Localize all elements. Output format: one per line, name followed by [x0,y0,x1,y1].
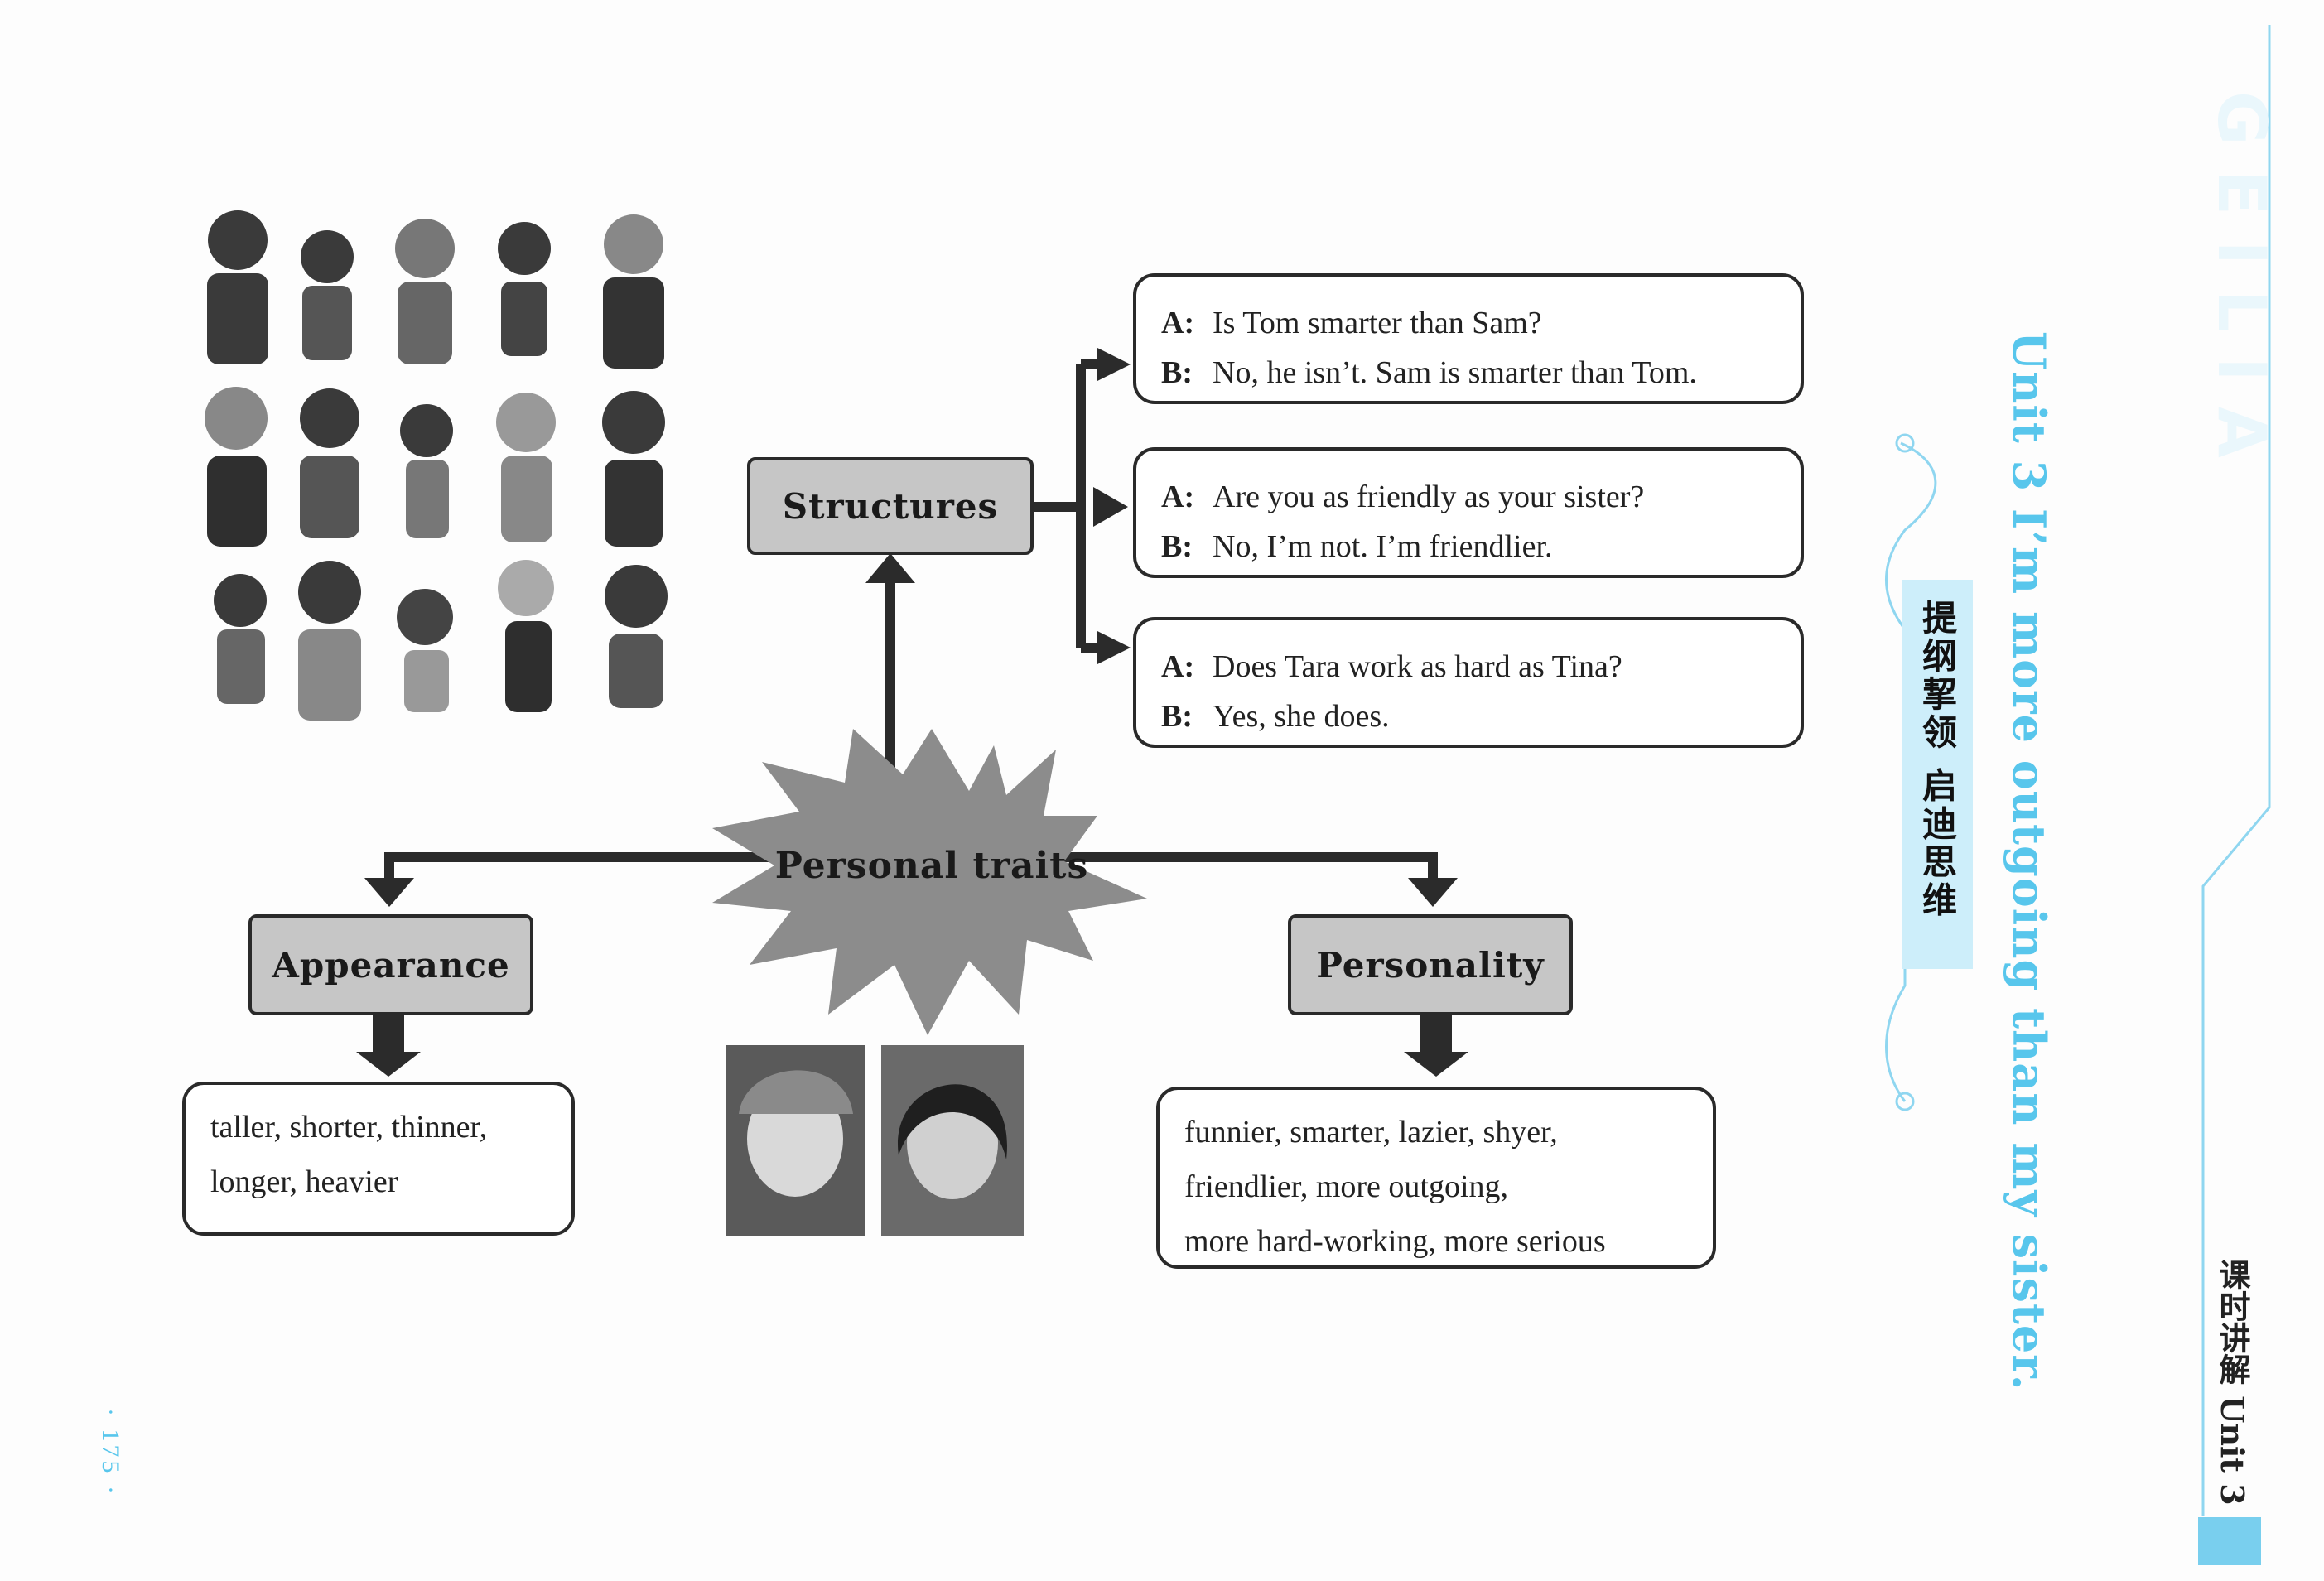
dialogue-text: No, I’m not. I’m friendlier. [1213,529,1553,564]
watermark-text: GEILIA [2203,91,2280,483]
appearance-box: Appearance [248,914,533,1015]
personality-box: Personality [1288,914,1573,1015]
side-tab-bar [2198,1517,2261,1565]
people-illustration [205,210,668,721]
page-number: · 175 · [96,1408,124,1497]
word-line: longer, heavier [210,1154,571,1209]
appearance-words-box: taller, shorter, thinner, longer, heavie… [182,1082,575,1236]
dialogue-line-b: B:No, he isn’t. Sam is smarter than Tom. [1161,348,1801,398]
word-line: taller, shorter, thinner, [210,1100,571,1154]
structures-box: Structures [747,457,1034,555]
speaker-b: B: [1161,692,1213,741]
word-line: more hard-working, more serious [1184,1214,1713,1269]
dialogue-box-1: A:Is Tom smarter than Sam? B:No, he isn’… [1133,273,1804,404]
dialogue-line-b: B:No, I’m not. I’m friendlier. [1161,522,1801,571]
dialogue-text: Are you as friendly as your sister? [1213,480,1644,514]
speaker-b: B: [1161,348,1213,398]
dialogue-line-a: A:Does Tara work as hard as Tina? [1161,642,1801,692]
dialogue-text: Yes, she does. [1213,699,1390,734]
center-label: Personal traits [770,845,1093,887]
word-line: friendlier, more outgoing, [1184,1159,1713,1214]
dialogue-box-2: A:Are you as friendly as your sister? B:… [1133,447,1804,578]
speaker-b: B: [1161,522,1213,571]
dialogue-line-b: B:Yes, she does. [1161,692,1801,741]
dialogue-box-3: A:Does Tara work as hard as Tina? B:Yes,… [1133,617,1804,748]
personality-words-box: funnier, smarter, lazier, shyer, friendl… [1156,1087,1716,1269]
speaker-a: A: [1161,472,1213,522]
speaker-a: A: [1161,298,1213,348]
section-banner: 提纲挈领 启迪思维 [1902,580,1973,969]
dialogue-text: Is Tom smarter than Sam? [1213,306,1542,340]
word-line: funnier, smarter, lazier, shyer, [1184,1105,1713,1159]
side-section-label: 课时讲解 Unit 3 [2210,1259,2255,1506]
dialogue-text: No, he isn’t. Sam is smarter than Tom. [1213,355,1697,390]
portraits-image [726,1045,1024,1236]
unit-title: Unit 3 I’m more outgoing than my sister. [2003,331,2056,1391]
dialogue-line-a: A:Is Tom smarter than Sam? [1161,298,1801,348]
dialogue-line-a: A:Are you as friendly as your sister? [1161,472,1801,522]
speaker-a: A: [1161,642,1213,692]
dialogue-text: Does Tara work as hard as Tina? [1213,649,1622,684]
